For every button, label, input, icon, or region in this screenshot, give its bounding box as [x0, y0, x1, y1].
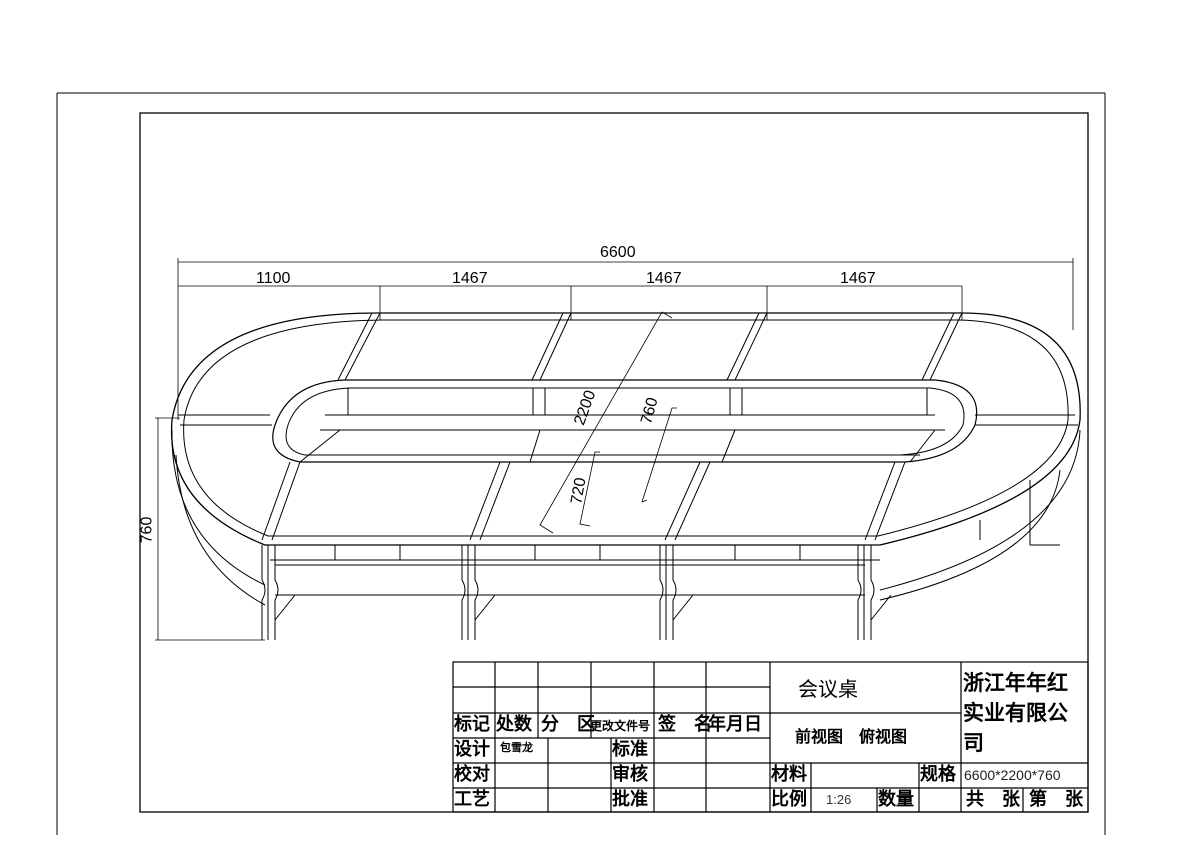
- label-sign: 签 名: [658, 714, 712, 735]
- label-design: 设计: [454, 739, 490, 760]
- label-spec: 规格: [920, 764, 956, 785]
- dim-segment-1: 1100: [256, 270, 291, 287]
- company-name: 浙江年年红实业有限公司: [963, 671, 1068, 755]
- label-material: 材料: [771, 764, 807, 785]
- label-standard: 标准: [612, 739, 648, 760]
- dim-segment-4: 1467: [840, 270, 876, 287]
- dim-height: 760: [138, 516, 156, 544]
- scale-value: 1:26: [826, 792, 852, 807]
- dim-segment-3: 1467: [646, 270, 682, 287]
- label-total-sheets: 共 张: [966, 789, 1020, 810]
- label-mark: 标记: [454, 714, 490, 735]
- label-scale: 比例: [771, 789, 807, 810]
- dim-segment-2: 1467: [452, 270, 488, 287]
- label-change-doc: 更改文件号: [590, 719, 651, 733]
- view-names: 前视图 俯视图: [795, 727, 908, 746]
- spec-value: 6600*2200*760: [964, 767, 1061, 783]
- table-base: [261, 480, 1060, 640]
- label-review: 审核: [612, 764, 648, 785]
- label-date: 年月日: [708, 714, 762, 735]
- label-process: 工艺: [454, 789, 490, 810]
- label-quantity: 数量: [878, 789, 914, 810]
- dim-overall-length: 6600: [600, 244, 636, 261]
- product-name: 会议桌: [798, 677, 858, 701]
- designer-name: 包雪龙: [500, 741, 533, 754]
- label-approve: 批准: [612, 789, 648, 810]
- label-count: 处数: [496, 714, 532, 735]
- label-zone: 分 区: [541, 714, 595, 735]
- label-sheet-no: 第 张: [1029, 789, 1083, 810]
- dimension-lines: [155, 258, 1074, 641]
- table-top: [170, 312, 1081, 606]
- label-check: 校对: [454, 764, 490, 785]
- title-block-grid: [452, 661, 1089, 813]
